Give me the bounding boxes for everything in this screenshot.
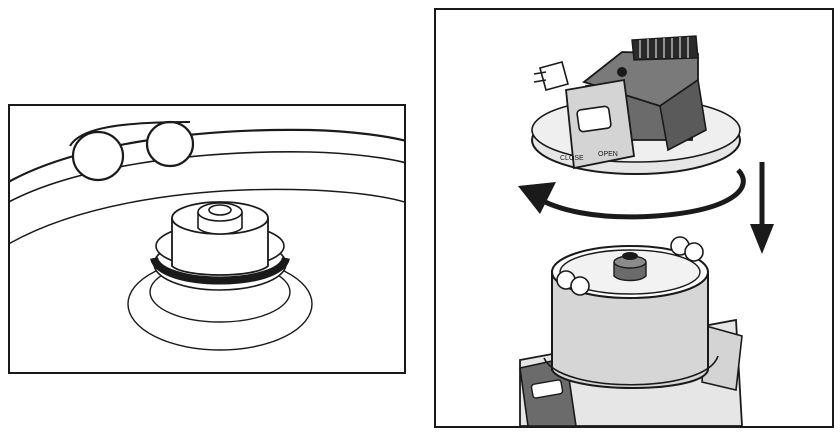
side-block	[659, 78, 707, 152]
rim-hole-right-2	[684, 242, 704, 262]
container-base-band	[543, 355, 719, 386]
container-body	[551, 271, 709, 389]
rim-hole-right	[145, 120, 195, 168]
motor-housing-top	[582, 51, 699, 107]
housing-screw-icon	[617, 67, 627, 77]
rotation-arrow	[532, 168, 746, 220]
shaft-tip	[208, 204, 232, 216]
closeup-illustration	[10, 120, 404, 351]
rim-lip	[69, 121, 191, 147]
inner-shaft-tip	[622, 252, 638, 260]
rim-hole-left-2	[570, 276, 590, 296]
connector-plug	[539, 61, 569, 91]
lid-open-text: OPEN	[598, 151, 618, 158]
container-assembly	[519, 236, 743, 426]
lid-assembly: CLOSE OPEN	[531, 35, 741, 175]
bowl-wall-line	[10, 188, 404, 245]
closeup-panel	[8, 104, 406, 374]
assembly-panel: CLOSE OPEN	[434, 8, 834, 428]
connector-pins	[533, 71, 547, 83]
down-arrowhead-icon	[750, 224, 774, 254]
latch-window	[576, 105, 612, 133]
rotation-arrowhead-icon	[518, 182, 556, 214]
assembly-illustration: CLOSE OPEN	[518, 35, 774, 426]
lid-close-text: CLOSE	[560, 155, 584, 162]
bowl-rim-inner	[10, 151, 404, 203]
base-handle-slot	[530, 379, 564, 399]
rim-hole-left	[71, 130, 125, 182]
gasket-seal	[150, 256, 290, 285]
bowl-rim-outer	[10, 128, 404, 183]
